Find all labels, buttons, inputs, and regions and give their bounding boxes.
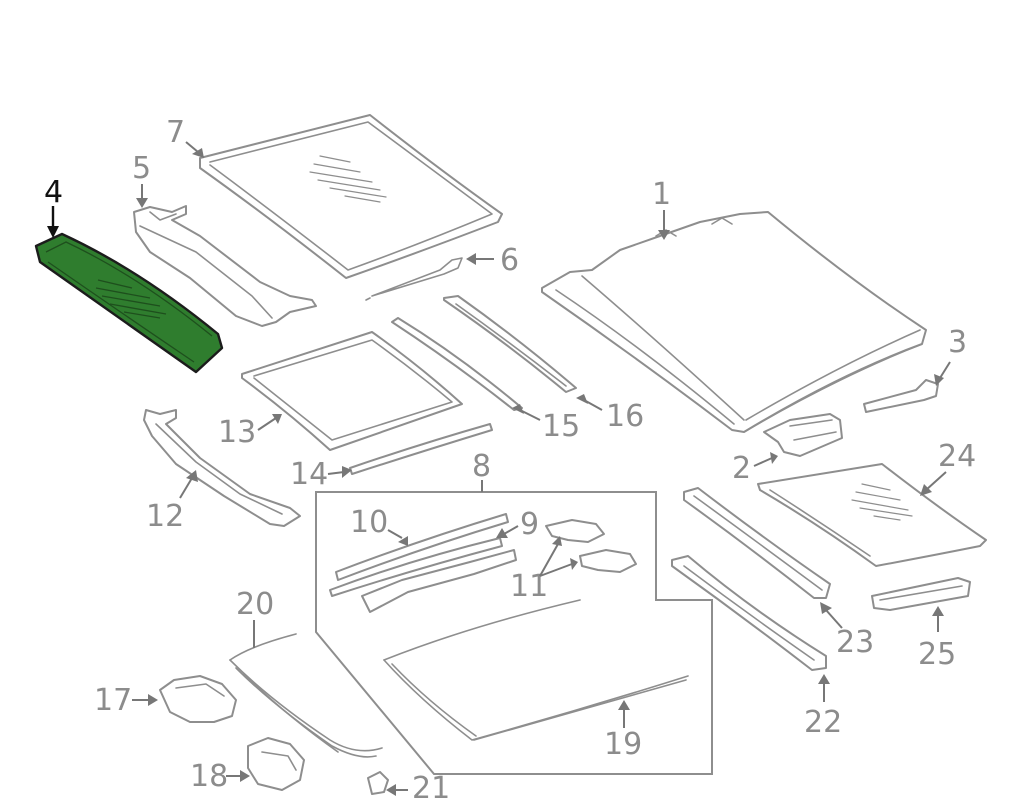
callout-6[interactable]: 6 <box>466 243 519 278</box>
svg-text:22: 22 <box>804 705 842 740</box>
svg-text:5: 5 <box>132 151 151 186</box>
callout-21[interactable]: 21 <box>386 771 450 798</box>
svg-text:9: 9 <box>520 507 539 542</box>
svg-text:13: 13 <box>218 415 256 450</box>
callout-20[interactable]: 20 <box>236 587 274 648</box>
part-3-lever[interactable] <box>863 379 939 413</box>
part-21-clip[interactable] <box>367 771 389 795</box>
callout-7[interactable]: 7 <box>166 115 204 158</box>
part-15-strip[interactable] <box>391 317 523 411</box>
callout-16[interactable]: 16 <box>576 394 644 434</box>
svg-text:2: 2 <box>732 451 751 486</box>
callout-25[interactable]: 25 <box>918 606 956 672</box>
callout-5[interactable]: 5 <box>132 151 151 208</box>
callout-8[interactable]: 8 <box>472 449 491 492</box>
part-2-hinge-bracket[interactable] <box>763 413 843 457</box>
svg-text:23: 23 <box>836 625 874 660</box>
svg-text:3: 3 <box>948 325 967 360</box>
callout-18[interactable]: 18 <box>190 759 250 794</box>
part-13-seal-frame[interactable] <box>241 331 463 451</box>
part-16-guide-rail[interactable] <box>443 295 577 393</box>
part-6-cable[interactable] <box>365 257 463 301</box>
callout-4-highlighted[interactable]: 4 <box>44 175 63 238</box>
callout-3[interactable]: 3 <box>934 325 967 386</box>
svg-text:8: 8 <box>472 449 491 484</box>
callout-24[interactable]: 24 <box>920 439 976 496</box>
svg-text:21: 21 <box>412 771 450 798</box>
svg-text:12: 12 <box>146 499 184 534</box>
svg-text:1: 1 <box>652 177 671 212</box>
callout-19[interactable]: 19 <box>604 700 642 762</box>
part-23-rail[interactable] <box>683 487 831 599</box>
callout-9[interactable]: 9 <box>496 507 539 542</box>
part-24-rear-glass[interactable] <box>757 463 987 567</box>
callout-23[interactable]: 23 <box>820 602 874 660</box>
svg-text:18: 18 <box>190 759 228 794</box>
svg-text:19: 19 <box>604 727 642 762</box>
part-22-rail-lower[interactable] <box>671 555 827 671</box>
svg-text:10: 10 <box>350 505 388 540</box>
part-20-cable-harness[interactable] <box>229 633 383 758</box>
callout-13[interactable]: 13 <box>218 414 282 450</box>
svg-text:14: 14 <box>290 457 328 492</box>
svg-text:24: 24 <box>938 439 976 474</box>
part-19-seal[interactable] <box>383 599 689 741</box>
svg-text:16: 16 <box>606 399 644 434</box>
callout-1[interactable]: 1 <box>652 177 671 240</box>
svg-text:7: 7 <box>166 115 185 150</box>
svg-text:17: 17 <box>94 683 132 718</box>
callout-11[interactable]: 11 <box>510 536 578 604</box>
part-25-bracket[interactable] <box>871 577 971 611</box>
callout-12[interactable]: 12 <box>146 470 198 534</box>
svg-text:6: 6 <box>500 243 519 278</box>
part-17-motor[interactable] <box>159 675 237 723</box>
callout-10[interactable]: 10 <box>350 505 408 546</box>
callout-17[interactable]: 17 <box>94 683 158 718</box>
part-1-roof-shell[interactable] <box>541 211 927 433</box>
part-4-sunshade-highlighted[interactable] <box>34 232 224 374</box>
svg-text:4: 4 <box>44 175 63 210</box>
part-9-strip[interactable] <box>329 537 503 597</box>
part-7-glass-panel[interactable] <box>199 114 503 279</box>
group-8-box <box>315 491 713 775</box>
svg-text:20: 20 <box>236 587 274 622</box>
svg-text:25: 25 <box>918 637 956 672</box>
callout-15[interactable]: 15 <box>512 404 580 444</box>
part-11-brackets[interactable] <box>545 519 637 573</box>
callout-22[interactable]: 22 <box>804 674 842 740</box>
part-18-motor[interactable] <box>247 737 305 791</box>
part-12-rail-bracket[interactable] <box>143 409 301 527</box>
callout-14[interactable]: 14 <box>290 457 352 492</box>
svg-text:15: 15 <box>542 409 580 444</box>
part-8-rail[interactable] <box>361 549 517 613</box>
part-5-deflector-frame[interactable] <box>133 205 317 327</box>
callout-2[interactable]: 2 <box>732 451 778 486</box>
part-10-strip[interactable] <box>335 513 509 581</box>
part-14-seal-strip[interactable] <box>349 423 493 475</box>
